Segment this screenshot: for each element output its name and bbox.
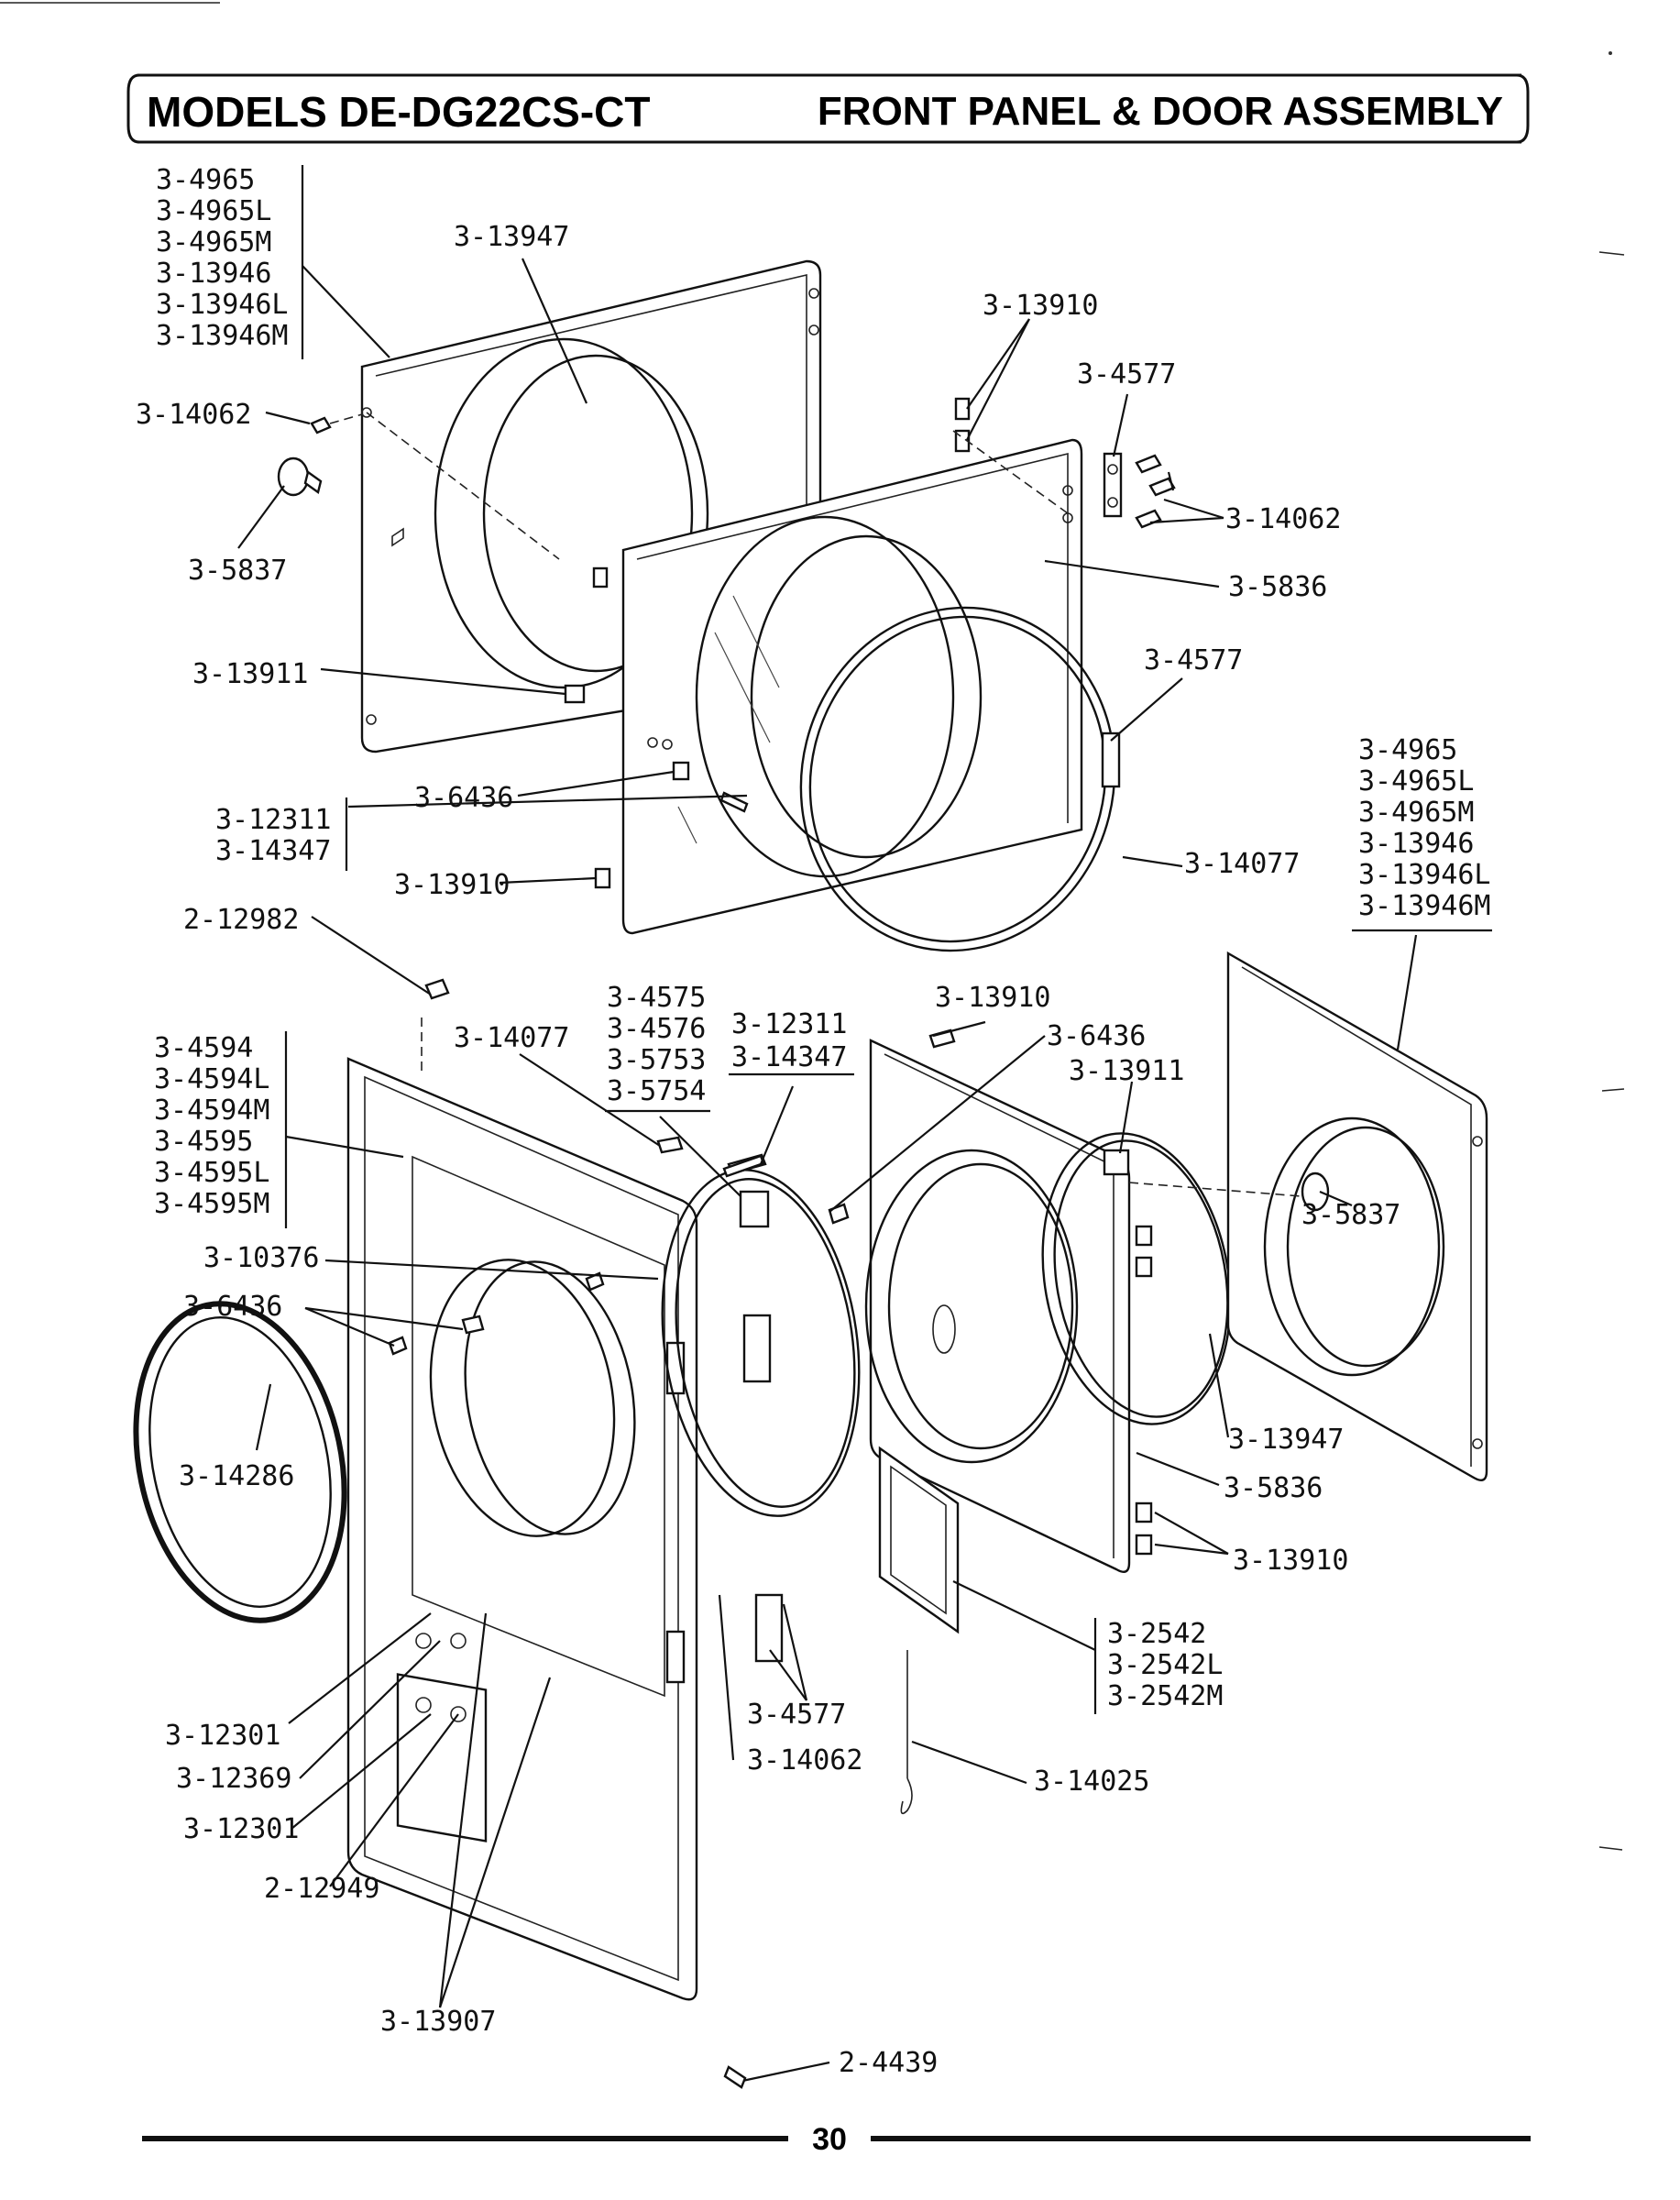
label-grp-4575: 3-4575 3-4576 3-5753 3-5754	[607, 982, 722, 1107]
label-4577-mid: 3-4577	[1144, 644, 1243, 676]
label-grp-12311: 3-12311 3-14347	[215, 804, 348, 867]
door-gasket-ring-top	[799, 606, 1116, 952]
hinge-lower	[754, 1593, 784, 1663]
label-12301-a: 3-12301	[165, 1720, 280, 1752]
front-panel-top	[621, 438, 1083, 935]
door-latch	[739, 1190, 770, 1228]
lint-filter	[878, 1446, 960, 1634]
label-13907: 3-13907	[380, 2006, 496, 2038]
page-number: 30	[812, 2122, 847, 2157]
hinge-upper	[742, 1314, 772, 1383]
label-14062-right: 3-14062	[1225, 503, 1341, 535]
label-14062-low: 3-14062	[747, 1744, 862, 1776]
label-grp-right: 3-4965 3-4965L 3-4965M 3-13946 3-13946L …	[1358, 734, 1508, 922]
small-parts-top	[277, 397, 1176, 889]
clip-2-12982	[424, 978, 450, 1000]
part-number-labels: 3-4965 3-4965L 3-4965M 3-13946 3-13946L …	[136, 164, 1508, 2079]
label-6436-left: 3-6436	[183, 1291, 282, 1323]
inner-gasket-ring	[1041, 1132, 1232, 1425]
label-12949: 2-12949	[264, 1873, 379, 1905]
label-5837-left: 3-5837	[188, 555, 287, 587]
label-14025: 3-14025	[1034, 1766, 1149, 1798]
label-grp-2542: 3-2542 3-2542L 3-2542M	[1107, 1618, 1240, 1712]
label-5837-right: 3-5837	[1301, 1199, 1400, 1231]
label-6436-mid: 3-6436	[414, 782, 513, 814]
label-5836-top: 3-5836	[1228, 571, 1327, 603]
label-4577-low: 3-4577	[747, 1699, 846, 1731]
label-grp-12311-b: 3-12311 3-14347	[731, 1008, 864, 1073]
models-title: MODELS DE-DG22CS-CT	[147, 88, 650, 136]
label-13911-low: 3-13911	[1069, 1055, 1184, 1087]
rear-panel-right	[1226, 951, 1488, 1481]
label-14286: 3-14286	[179, 1460, 294, 1492]
label-14077-low: 3-14077	[454, 1022, 569, 1054]
label-grp-top-left: 3-4965 3-4965L 3-4965M 3-13946 3-13946L …	[156, 164, 305, 352]
label-13910-right: 3-13910	[1233, 1545, 1348, 1577]
label-4577-top: 3-4577	[1077, 358, 1176, 390]
front-panel-frame	[346, 1057, 698, 2001]
label-13947-top: 3-13947	[454, 221, 569, 253]
label-6436-low: 3-6436	[1047, 1020, 1146, 1052]
label-13910-mid: 3-13910	[394, 869, 510, 901]
label-12982: 2-12982	[183, 904, 299, 936]
label-12369: 3-12369	[176, 1763, 291, 1795]
label-10376: 3-10376	[203, 1242, 319, 1274]
door-seal-ring	[133, 1301, 347, 1623]
label-14062-left: 3-14062	[136, 399, 251, 431]
label-14077-mid: 3-14077	[1184, 848, 1300, 880]
label-13947-low: 3-13947	[1228, 1424, 1344, 1456]
footer: 30	[142, 2122, 1531, 2157]
label-4439: 2-4439	[839, 2047, 938, 2079]
leader-lines	[237, 165, 1418, 2089]
section-title: FRONT PANEL & DOOR ASSEMBLY	[818, 89, 1503, 134]
label-5836-low: 3-5836	[1224, 1472, 1323, 1504]
label-13910-low: 3-13910	[935, 982, 1050, 1014]
label-13911-left: 3-13911	[192, 658, 308, 690]
label-12301-b: 3-12301	[183, 1813, 299, 1845]
wire-3-14025	[900, 1650, 913, 1815]
label-13910-top: 3-13910	[983, 290, 1098, 322]
label-grp-4594: 3-4594 3-4594L 3-4594M 3-4595 3-4595L 3-…	[154, 1032, 287, 1220]
scan-marks	[1598, 51, 1625, 1851]
header-bar: MODELS DE-DG22CS-CT FRONT PANEL & DOOR A…	[126, 73, 1530, 144]
